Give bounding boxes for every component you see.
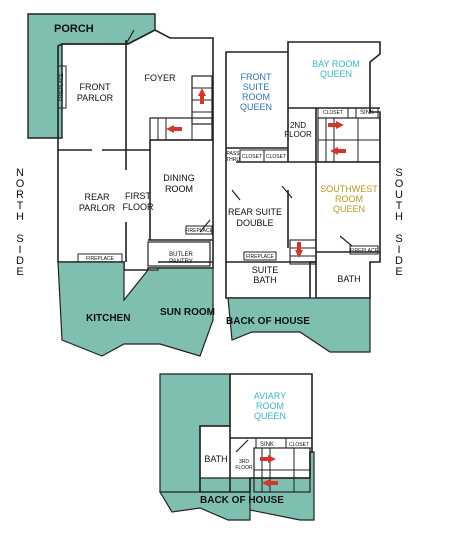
fireplace-dining: [185, 225, 213, 235]
closet-2nd-b-label: CLOSET: [242, 154, 262, 160]
stairs-first-landing: [149, 117, 213, 141]
closet-2nd-a-label: CLOSET: [323, 110, 343, 116]
kitchen-sunroom-area: [57, 261, 214, 357]
fireplace-rear-suite-label: FIREPLACE: [246, 254, 274, 260]
stairs-2nd-down: [289, 239, 317, 265]
arrow-right-3rd-a: [260, 455, 276, 463]
sink-3rd-label: SINK: [260, 442, 274, 448]
bath-2nd-label: BATH: [337, 274, 360, 284]
closet-3rd-label: CLOSET: [289, 442, 309, 448]
back-of-house-3rd-label: BACK OF HOUSE: [200, 495, 284, 506]
arrow-left-3rd-b: [262, 479, 278, 487]
fireplace-front-parlor-label: FIREPLACE: [59, 72, 65, 100]
third-floor-outline: [199, 373, 313, 493]
arrow-right-2nd-a: [328, 121, 344, 129]
back-of-house-2nd-label: BACK OF HOUSE: [226, 316, 310, 327]
foyer-label: FOYER: [144, 73, 176, 83]
porch-label: PORCH: [54, 23, 94, 35]
sink-2nd-label: SINK: [360, 110, 374, 116]
arrow-left-first: [166, 125, 182, 133]
second-floor-outline: [225, 41, 381, 299]
closet-2nd-c-label: CLOSET: [266, 154, 286, 160]
closet-2nd-c: [263, 149, 289, 163]
fireplace-rear-parlor-label: FIREPLACE: [86, 256, 114, 262]
fireplace-front-parlor: [57, 65, 67, 109]
sun-room-label: SUN ROOM: [160, 307, 215, 318]
bath-3rd-label: BATH: [204, 454, 227, 464]
fireplace-dining-label: FIREPLACE: [185, 228, 213, 234]
arrow-up-foyer: [198, 88, 206, 104]
butler-pantry: [147, 241, 211, 267]
stair-arrows: [166, 88, 346, 487]
arrow-down-2nd: [295, 242, 303, 258]
fireplace-rear-suite: [243, 251, 277, 261]
arrow-left-2nd-b: [330, 147, 346, 155]
kitchen-label: KITCHEN: [86, 313, 130, 324]
fireplace-southwest-label: FIREPLACE: [350, 248, 378, 254]
fireplace-southwest: [349, 245, 379, 255]
back-of-house-2nd-area: [227, 297, 371, 353]
